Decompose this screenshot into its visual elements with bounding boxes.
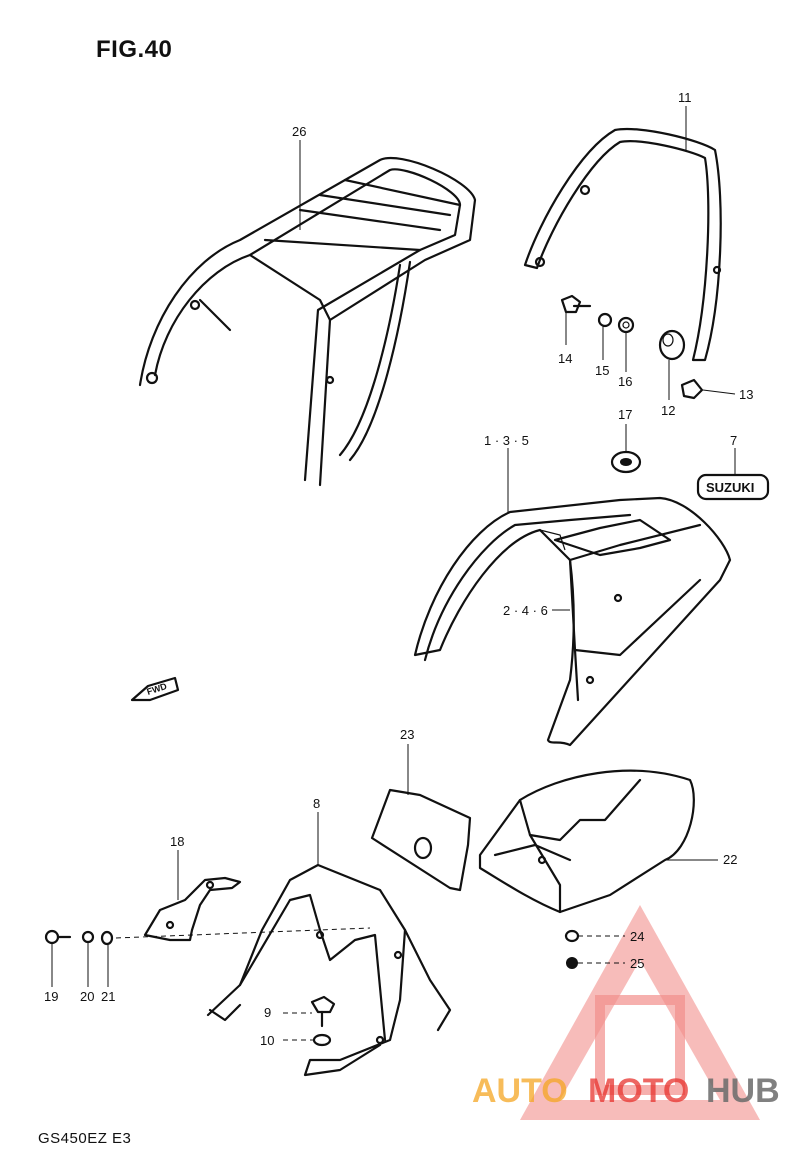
svg-text:SUZUKI: SUZUKI bbox=[706, 480, 754, 495]
callout-17: 17 bbox=[618, 407, 632, 422]
callout-24: 24 bbox=[630, 929, 644, 944]
bolt-14 bbox=[560, 294, 592, 314]
callout-2-4-6: 2 · 4 · 6 bbox=[503, 603, 548, 618]
callout-22: 22 bbox=[723, 852, 737, 867]
luggage-carrier-rack bbox=[138, 157, 477, 487]
callout-20: 20 bbox=[80, 989, 94, 1004]
callout-10: 10 bbox=[260, 1033, 274, 1048]
washer-10 bbox=[312, 1033, 332, 1047]
cover-plate-23 bbox=[370, 788, 472, 892]
bolt-9 bbox=[310, 995, 336, 1028]
callout-21: 21 bbox=[101, 989, 115, 1004]
model-code: GS450EZ E3 bbox=[38, 1130, 132, 1147]
washer-15 bbox=[597, 312, 613, 328]
callout-13: 13 bbox=[739, 387, 753, 402]
washer-24 bbox=[564, 929, 580, 943]
callout-8: 8 bbox=[313, 796, 320, 811]
callout-23: 23 bbox=[400, 727, 414, 742]
bolt-19 bbox=[44, 929, 72, 945]
callout-12: 12 bbox=[661, 403, 675, 418]
watermark-text-auto: AUTO bbox=[472, 1072, 568, 1110]
callout-16: 16 bbox=[618, 374, 632, 389]
figure-title: FIG.40 bbox=[96, 36, 173, 63]
watermark-text-hub: HUB bbox=[706, 1072, 780, 1110]
tray-box-22 bbox=[478, 769, 695, 914]
callout-14: 14 bbox=[558, 351, 572, 366]
washer-21 bbox=[100, 930, 114, 946]
bracket-frame-8 bbox=[206, 863, 452, 1077]
callout-18: 18 bbox=[170, 834, 184, 849]
spacer-12 bbox=[658, 329, 686, 361]
callout-15: 15 bbox=[595, 363, 609, 378]
forward-arrow: FWD bbox=[130, 676, 180, 702]
callout-7: 7 bbox=[730, 433, 737, 448]
nut-25 bbox=[566, 957, 578, 969]
lock-assembly-18 bbox=[143, 876, 242, 942]
nut-13 bbox=[680, 378, 704, 400]
callout-11: 11 bbox=[678, 90, 692, 105]
callout-25: 25 bbox=[630, 956, 644, 971]
grommet-17 bbox=[610, 450, 642, 474]
watermark-text-moto: MOTO bbox=[588, 1072, 689, 1110]
callout-26: 26 bbox=[292, 124, 306, 139]
watermark-logo bbox=[520, 905, 760, 1120]
seat-tail-cover bbox=[413, 496, 732, 747]
callout-19: 19 bbox=[44, 989, 58, 1004]
washer-20 bbox=[81, 930, 95, 944]
callout-9: 9 bbox=[264, 1005, 271, 1020]
grab-rail bbox=[523, 128, 722, 362]
washer-16 bbox=[617, 316, 635, 334]
suzuki-emblem: SUZUKI bbox=[696, 473, 770, 501]
callout-1-3-5: 1 · 3 · 5 bbox=[484, 433, 529, 448]
